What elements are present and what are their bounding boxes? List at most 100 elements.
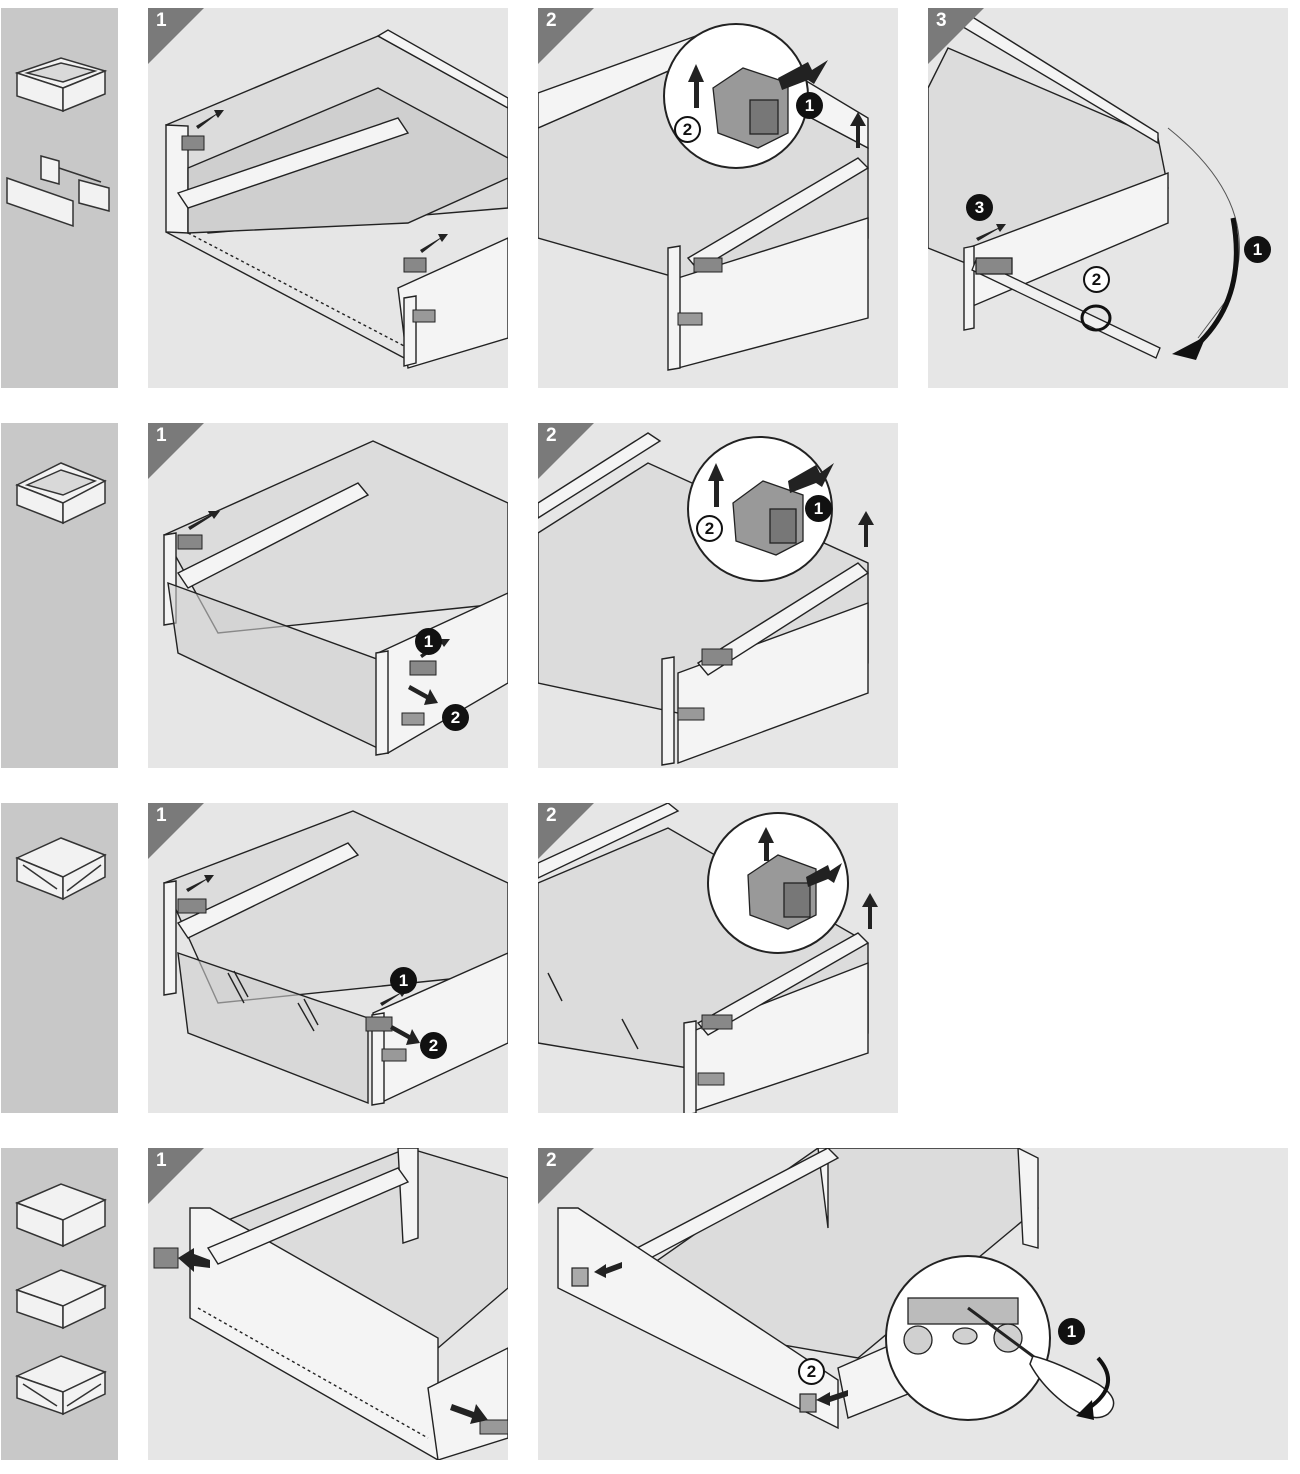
callout-badge: 1 [390,967,417,994]
locking-device-icon [403,257,427,273]
step-number: 2 [546,10,557,31]
drawer-type-icon [6,155,110,228]
step-tab [148,423,204,479]
locking-device-icon [177,534,203,550]
step-panel: 3 1 2 3 [928,8,1288,388]
adjustment-screw-icon [903,1297,1023,1355]
arrow-left-icon [778,60,828,90]
bracket-icon [153,1247,179,1269]
locking-device-icon [701,648,733,666]
callout-badge: 2 [420,1032,447,1059]
callout-badge: 1 [1244,236,1271,263]
sidebar-row-3 [1,803,118,1113]
arrow-up-icon [688,64,704,108]
arrow-left-icon [816,1390,848,1406]
drawer-type-icons-row-3 [15,837,107,901]
drawer-type-icon [15,837,107,901]
drawer-illustration [538,803,878,1113]
drawer-type-icons-row-2 [15,462,107,525]
callout-badge: 2 [674,116,701,143]
clip-icon [412,309,436,323]
step-tab [148,8,204,64]
sidebar-row-4 [1,1148,118,1460]
locking-device-detail-icon [747,854,817,930]
step-tab [538,1148,594,1204]
step-panel: 2 1 2 [538,8,898,388]
locking-device-icon [701,1014,733,1030]
callout-badge: 1 [1058,1318,1085,1345]
step-number: 3 [936,10,947,31]
step-number: 2 [546,425,557,446]
step-panel: 2 1 2 [538,423,898,768]
clip-icon [677,707,705,721]
curved-arrow-icon [1194,217,1239,348]
step-number: 1 [156,1150,167,1171]
locking-device-icon [409,660,437,676]
screwdriver-icon [967,1306,1115,1419]
locking-device-icon [693,257,723,273]
step-tab [148,1148,204,1204]
drawer-type-icon [14,1183,107,1248]
step-panel: 1 1 2 [148,423,508,768]
arrow-icon [390,1025,420,1045]
step-panel: 2 1 2 [538,1148,1288,1460]
locking-device-detail-icon [732,480,804,556]
arrow-icon [188,511,220,530]
hinge-bracket-icon [571,1267,817,1413]
clip-icon [401,712,425,726]
drawer-type-icons-row-1 [6,57,110,228]
locking-device-icon [177,898,207,914]
drawer-illustration [557,1148,1115,1430]
sidebar-row-1 [1,8,118,388]
arrow-left-icon [788,463,834,493]
step-tab [538,423,594,479]
arrow-right-icon [450,1404,488,1424]
arrow-left-icon [594,1262,622,1278]
callout-badge: 2 [1083,266,1110,293]
drawer-type-icon [14,1269,107,1330]
arrow-icon [976,224,1006,241]
arrow-up-icon [850,112,866,148]
step-panel: 1 1 2 [148,803,508,1113]
callout-badge: 2 [798,1358,825,1385]
step-number: 1 [156,805,167,826]
step-panel: 2 [538,803,898,1113]
clip-icon [677,312,703,326]
locking-device-icon [181,135,205,151]
sidebar-row-2 [1,423,118,768]
locking-device-icon [365,1016,393,1032]
step-panel: 1 [148,8,508,388]
step-number: 1 [156,425,167,446]
locking-device-detail-icon [712,67,789,149]
step-number: 2 [546,805,557,826]
step-number: 1 [156,10,167,31]
step-number: 2 [546,1150,557,1171]
callout-badge: 1 [796,92,823,119]
drawer-illustration [165,29,508,369]
arrow-up-icon [858,511,874,547]
drawer-type-icon [14,1355,107,1416]
callout-badge: 2 [696,515,723,542]
arrow-up-icon [708,463,724,507]
drawer-illustration [153,1148,508,1460]
drawer-type-icons-row-4 [14,1183,107,1416]
arrow-left-icon [178,1248,210,1272]
arrow-up-icon [758,827,774,861]
step-panel: 1 [148,1148,508,1460]
arrow-icon [196,110,224,129]
drawer-type-icon [15,462,107,525]
clip-icon [697,1072,725,1086]
arrow-icon [420,234,448,253]
drawer-illustration [538,432,874,766]
drawer-type-icon [14,57,108,113]
step-tab [538,803,594,859]
callout-badge: 3 [966,194,993,221]
step-tab [538,8,594,64]
callout-badge: 2 [442,704,469,731]
rotate-arrow-icon [1080,304,1112,332]
arrow-head-icon [1172,336,1206,360]
step-tab [148,803,204,859]
arrow-left-icon [806,863,842,887]
arrow-up-icon [862,893,878,929]
arrow-icon [186,875,214,892]
